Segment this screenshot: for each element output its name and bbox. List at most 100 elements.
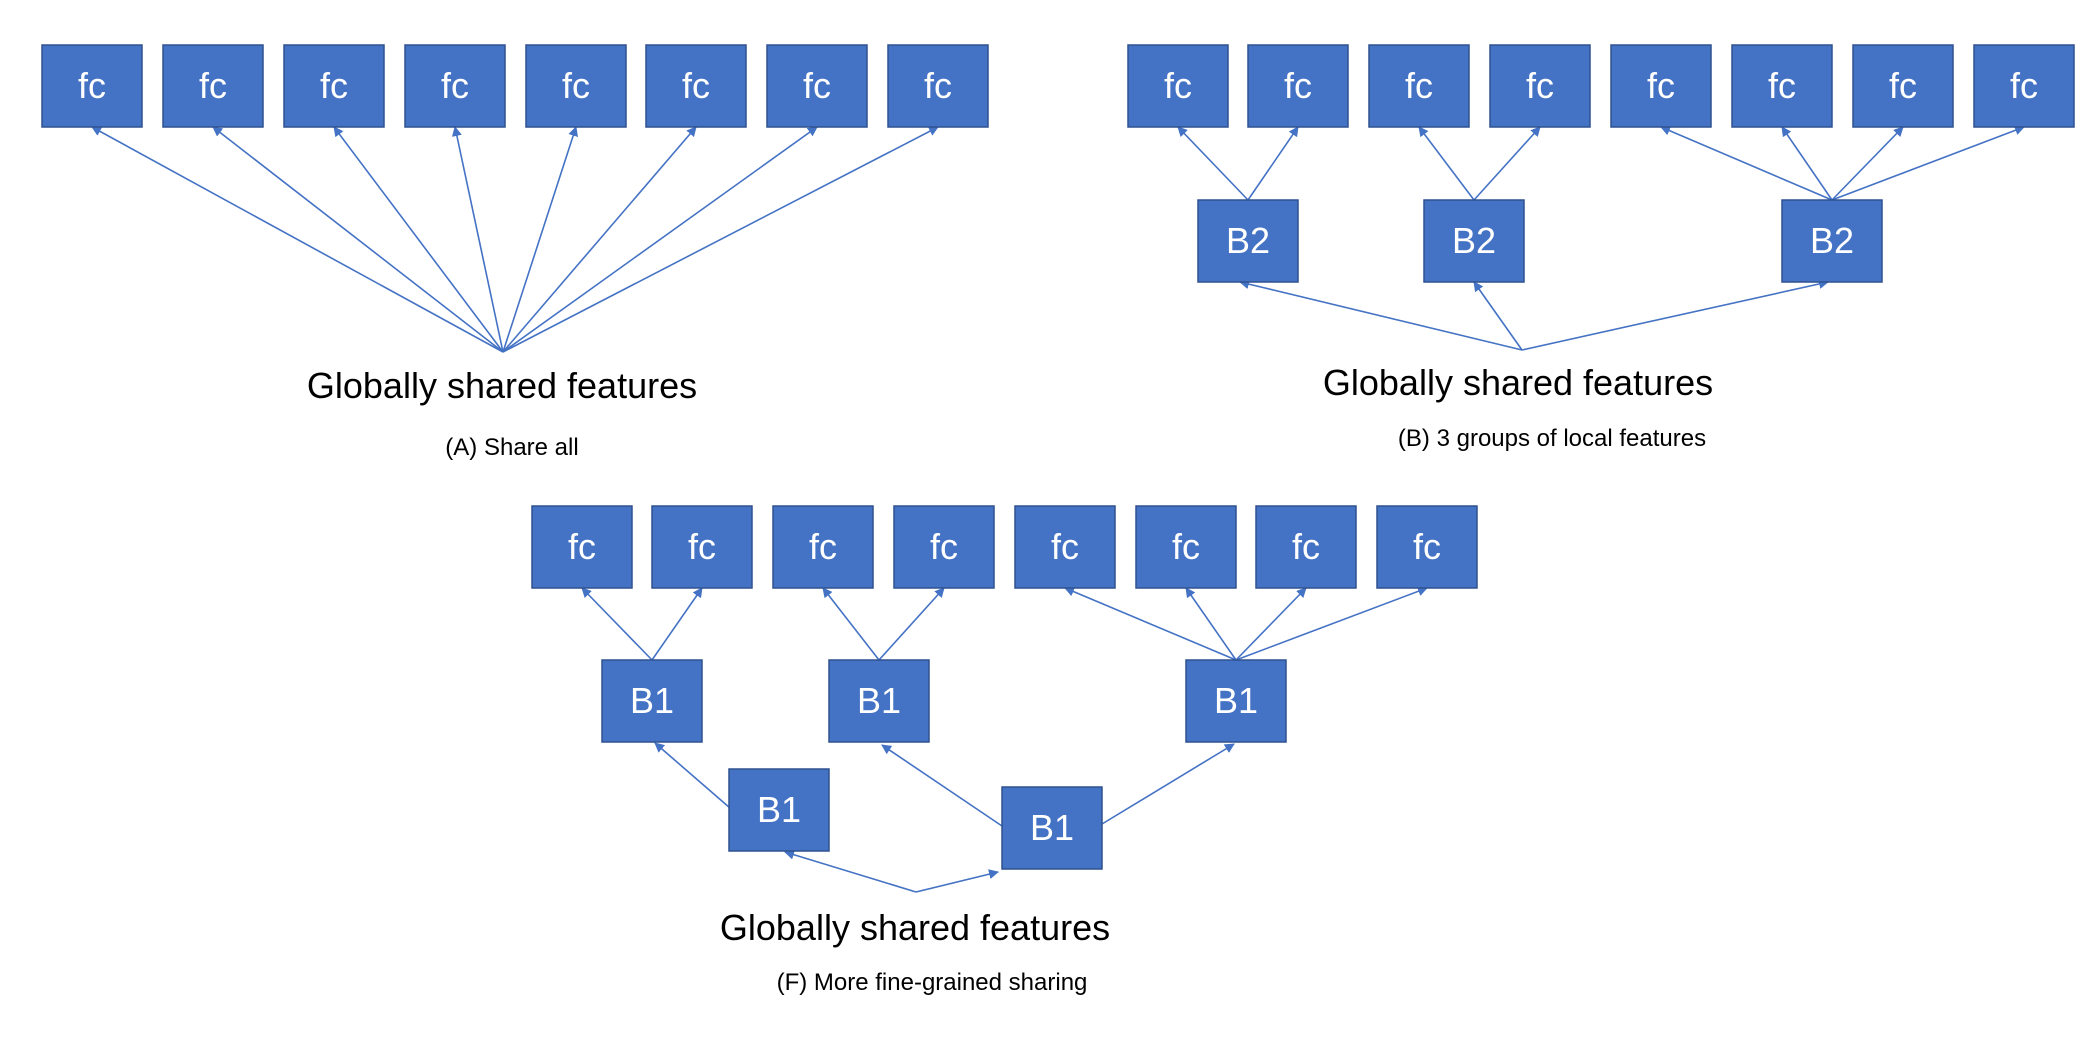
block-box [651, 505, 753, 589]
edge-f-hub-b1-3 [784, 849, 917, 893]
edge-b-b-b2-2-fc-6 [1831, 126, 1904, 201]
block-fc-a-fc-0: fc [41, 44, 143, 128]
block-label-fc: fc [688, 526, 716, 567]
block-box [1781, 199, 1883, 283]
block-fc-b-fc-6: fc [1852, 44, 1954, 128]
edge-f-f-b1-0-fc-0 [581, 587, 653, 661]
block-label-fc: fc [1405, 65, 1433, 106]
block-fc-b-fc-0: fc [1127, 44, 1229, 128]
block-b1-f-b1-0: B1 [601, 659, 703, 743]
edge-f-f-b1-1-fc-3 [878, 587, 945, 661]
edge-f-f-b1-2-fc-5 [1185, 587, 1237, 661]
block-box [525, 44, 627, 128]
edge-a-1 [212, 126, 504, 353]
block-box [1127, 44, 1229, 128]
block-fc-b-fc-4: fc [1610, 44, 1712, 128]
block-fc-a-fc-4: fc [525, 44, 627, 128]
block-box [645, 44, 747, 128]
edge-b-b-b2-2-fc-7 [1831, 125, 2025, 201]
block-box [1197, 199, 1299, 283]
block-label-b2: B2 [1226, 220, 1270, 261]
edge-b-b-b2-0-fc-1 [1247, 126, 1299, 201]
block-box [1368, 44, 1470, 128]
block-box [162, 44, 264, 128]
block-fc-f-fc-2: fc [772, 505, 874, 589]
block-box [893, 505, 995, 589]
edge-f-f-b1-2-fc-7 [1235, 586, 1428, 661]
block-box [1185, 659, 1287, 743]
block-box [404, 44, 506, 128]
edge-b-b-b2-1-fc-2 [1418, 126, 1475, 201]
block-fc-a-fc-2: fc [283, 44, 385, 128]
block-label-fc: fc [320, 65, 348, 106]
panel-b-caption: (B) 3 groups of local features [1398, 425, 1706, 452]
block-box [1973, 44, 2075, 128]
block-label-fc: fc [1889, 65, 1917, 106]
block-box [1014, 505, 1116, 589]
block-label-fc: fc [562, 65, 590, 106]
block-box [1135, 505, 1237, 589]
block-fc-b-fc-7: fc [1973, 44, 2075, 128]
block-b2-b-b2-2: B2 [1781, 199, 1883, 283]
block-label-b1: B1 [757, 789, 801, 830]
edge-a-3 [451, 126, 504, 353]
block-label-fc: fc [1284, 65, 1312, 106]
edge-f-f-b1-2-fc-6 [1235, 587, 1307, 661]
block-box [766, 44, 868, 128]
block-label-fc: fc [1172, 526, 1200, 567]
edge-f-f-b1-2-fc-4 [1064, 586, 1237, 661]
block-fc-a-fc-6: fc [766, 44, 868, 128]
block-label-b1: B1 [1030, 807, 1074, 848]
block-box [283, 44, 385, 128]
block-label-fc: fc [809, 526, 837, 567]
panel-b-main-label: Globally shared features [1323, 362, 1713, 403]
block-box [1376, 505, 1478, 589]
block-label-fc: fc [441, 65, 469, 106]
block-label-fc: fc [199, 65, 227, 106]
block-box [601, 659, 703, 743]
block-fc-f-fc-3: fc [893, 505, 995, 589]
edge-a-2 [333, 126, 504, 353]
edge-b-b-b2-2-fc-4 [1660, 125, 1833, 201]
block-box [1247, 44, 1349, 128]
block-fc-f-fc-6: fc [1255, 505, 1357, 589]
block-b2-b-b2-1: B2 [1423, 199, 1525, 283]
edge-a-0 [91, 126, 504, 353]
block-label-fc: fc [78, 65, 106, 106]
block-b2-b-b2-0: B2 [1197, 199, 1299, 283]
block-box [1610, 44, 1712, 128]
block-fc-a-fc-3: fc [404, 44, 506, 128]
edge-b-hub-b2-0 [1239, 279, 1523, 351]
block-label-fc: fc [924, 65, 952, 106]
block-box [887, 44, 989, 128]
edge-b-b-b2-2-fc-5 [1781, 126, 1833, 201]
block-label-fc: fc [1164, 65, 1192, 106]
edge-f-b1-4-to-b1-2 [1101, 743, 1235, 825]
edge-a-6 [502, 126, 818, 353]
block-fc-b-fc-2: fc [1368, 44, 1470, 128]
edge-a-7 [502, 126, 939, 353]
block-box [828, 659, 930, 743]
block-box [728, 768, 830, 852]
edge-b-b-b2-1-fc-3 [1473, 126, 1541, 201]
edge-f-hub-b1-4 [915, 869, 999, 893]
block-b1-f-b1-2: B1 [1185, 659, 1287, 743]
block-box [1255, 505, 1357, 589]
block-fc-f-fc-0: fc [531, 505, 633, 589]
block-label-fc: fc [568, 526, 596, 567]
block-fc-f-fc-1: fc [651, 505, 753, 589]
block-label-fc: fc [682, 65, 710, 106]
block-fc-a-fc-7: fc [887, 44, 989, 128]
edge-b-hub-b2-1 [1473, 281, 1523, 351]
block-box [772, 505, 874, 589]
edge-a-5 [502, 126, 697, 353]
block-b1-f-b1-4: B1 [1001, 786, 1103, 870]
block-label-b2: B2 [1452, 220, 1496, 261]
block-fc-b-fc-1: fc [1247, 44, 1349, 128]
block-box [531, 505, 633, 589]
block-label-fc: fc [1413, 526, 1441, 567]
block-fc-b-fc-3: fc [1489, 44, 1591, 128]
block-fc-f-fc-4: fc [1014, 505, 1116, 589]
panel-f-caption: (F) More fine-grained sharing [777, 969, 1088, 996]
